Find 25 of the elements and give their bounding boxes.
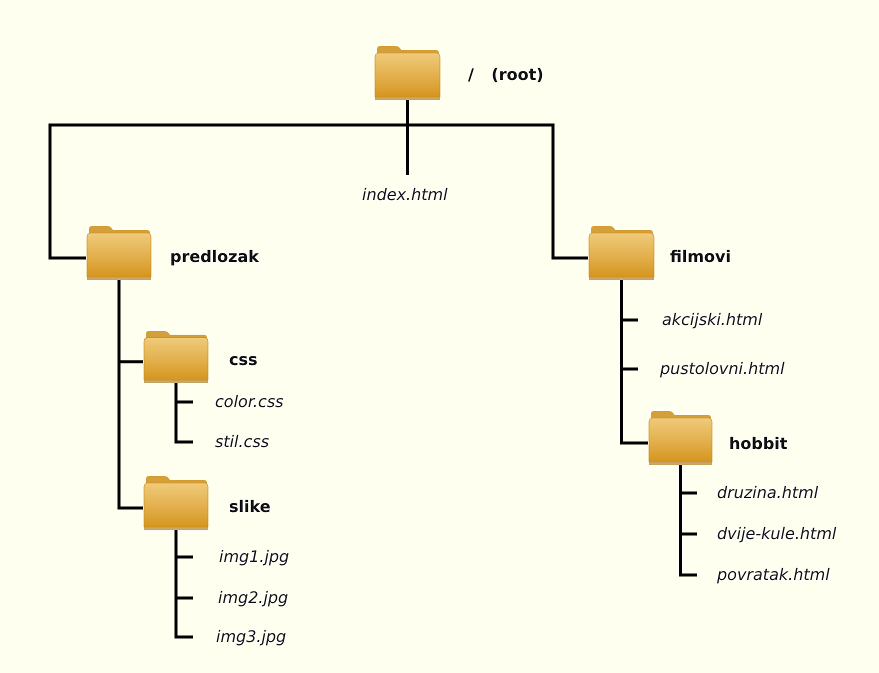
tree-line — [118, 280, 143, 510]
file-name: img2.jpg — [193, 587, 288, 609]
folder-icon — [143, 475, 209, 530]
folder-name: filmovi — [670, 246, 731, 268]
folder-icon — [648, 410, 713, 465]
folder-icon — [86, 225, 152, 280]
file-name: img1.jpg — [193, 546, 290, 568]
file-name: dvije-kule.html — [697, 523, 836, 545]
folder-icon — [143, 330, 209, 383]
file-name: index.html — [362, 175, 448, 206]
folder-name: / (root) — [468, 64, 544, 86]
folder-icon — [588, 225, 655, 280]
file-name: povratak.html — [697, 564, 830, 586]
folder-name: css — [229, 349, 258, 371]
file-name: akcijski.html — [638, 309, 762, 331]
tree-line — [406, 100, 588, 260]
file-name: pustolovni.html — [638, 358, 785, 380]
file-name: druzina.html — [697, 482, 818, 504]
file-name: color.css — [193, 391, 284, 413]
folder-name: predlozak — [170, 246, 259, 268]
folder-name: hobbit — [729, 433, 788, 455]
folder-icon — [374, 45, 441, 100]
folder-name: slike — [229, 496, 271, 518]
file-name: stil.css — [193, 431, 270, 453]
file-name: img3.jpg — [193, 626, 286, 648]
